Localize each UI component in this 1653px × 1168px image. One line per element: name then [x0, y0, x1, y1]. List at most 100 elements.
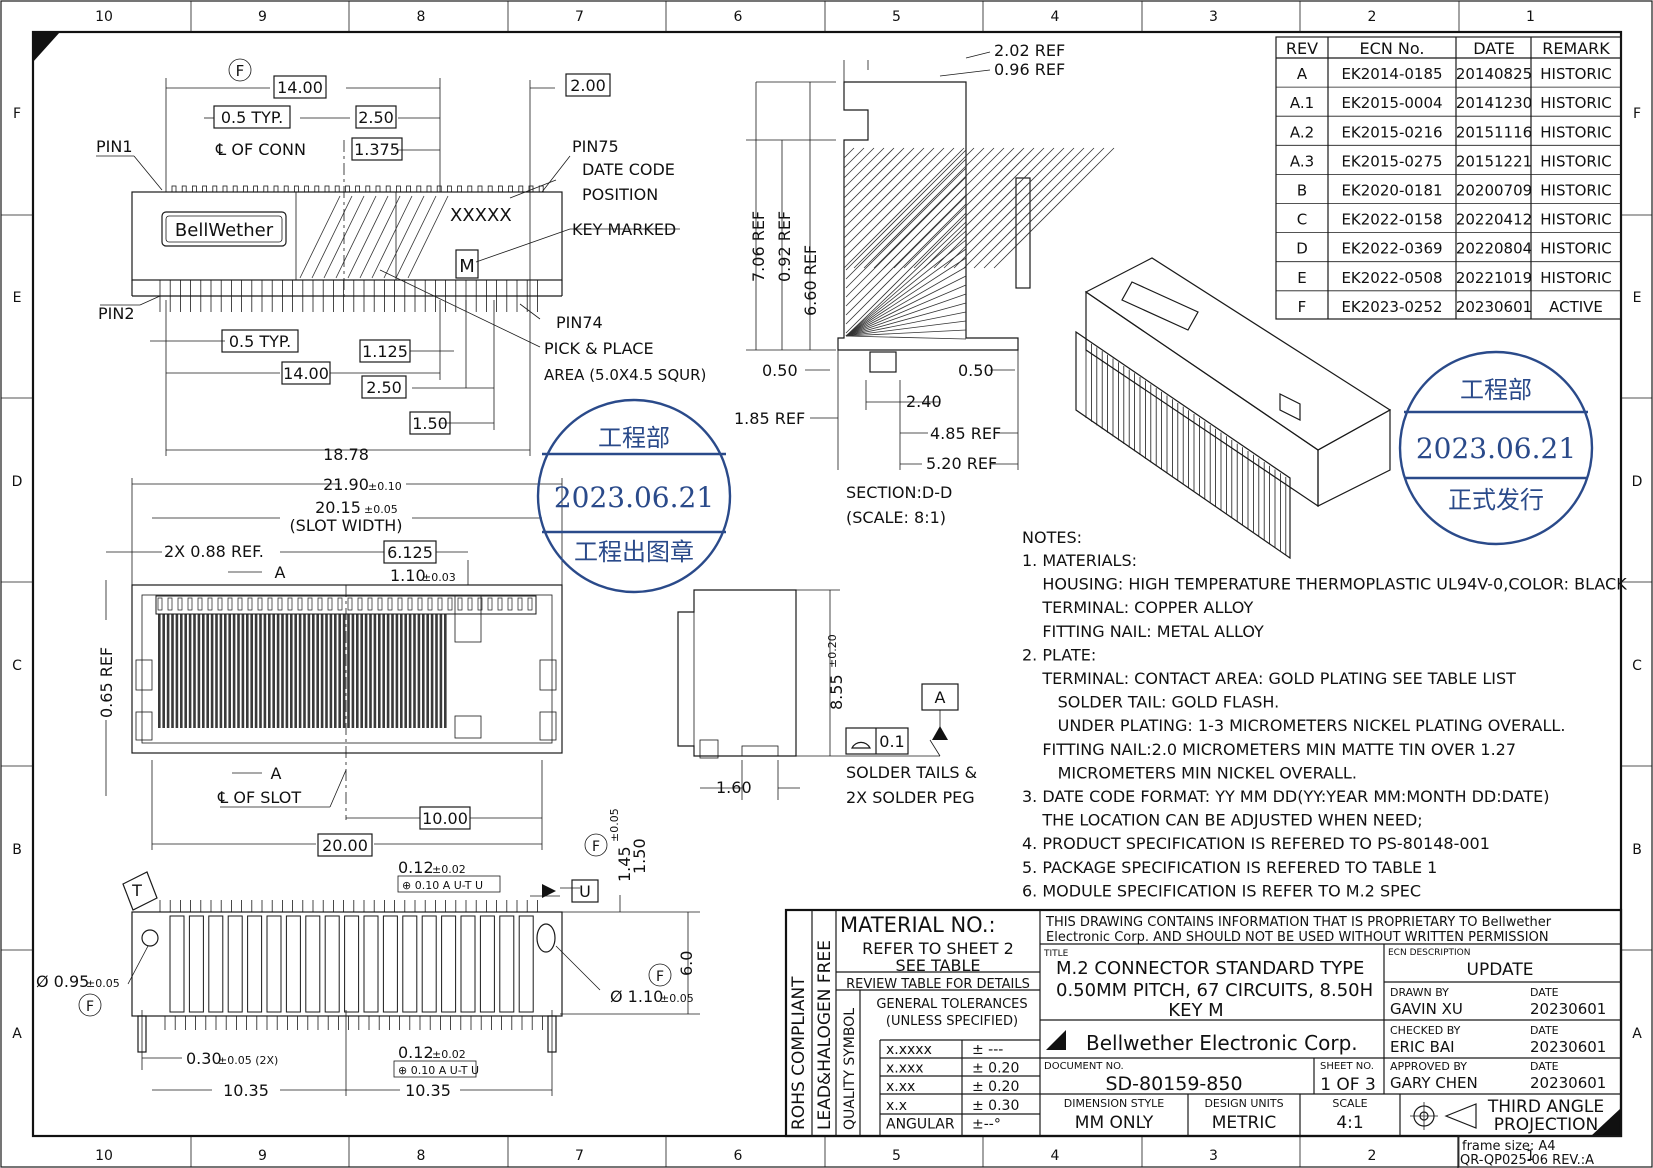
section-d-d: 2.02 REF 0.96 REF 7.06 REF 0.92 REF 6.60… — [734, 41, 1115, 527]
connector-housing-bottom — [131, 911, 563, 1017]
contact — [435, 614, 438, 728]
projection-line-2: PROJECTION — [1494, 1115, 1599, 1135]
sheet-no-label: SHEET NO. — [1320, 1061, 1374, 1072]
pin-top — [436, 185, 442, 193]
note-line: FITTING NAIL:2.0 MICROMETERS MIN MATTE T… — [1022, 740, 1516, 759]
dim-60: 6.0 — [677, 951, 696, 976]
dim-1125: 1.125 — [362, 342, 408, 361]
refer-sheet-label: REFER TO SHEET 2 — [862, 939, 1014, 958]
rev-table-cell: EK2015-0216 — [1341, 123, 1442, 141]
approved-by: GARY CHEN — [1390, 1074, 1478, 1092]
zone-col-label: 6 — [734, 9, 743, 25]
contact — [386, 614, 390, 728]
slot — [382, 915, 398, 1013]
pin-top — [324, 185, 330, 193]
dim-style-label: DIMENSION STYLE — [1064, 1097, 1165, 1110]
pin-top — [385, 185, 391, 193]
isometric-view — [1075, 257, 1392, 560]
pin-top — [191, 185, 197, 193]
slot — [518, 915, 534, 1013]
rev-table-cell: D — [1296, 240, 1308, 258]
ecn-label: ECN DESCRIPTION — [1388, 948, 1470, 958]
dim-1035-right: 10.35 — [405, 1081, 451, 1100]
contact — [263, 614, 267, 728]
rev-table-cell: EK2014-0185 — [1341, 65, 1442, 83]
rohs-label: ROHS COMPLIANT — [789, 976, 809, 1130]
flatness-value: 0.1 — [879, 732, 904, 751]
section-scale: (SCALE: 8:1) — [846, 508, 946, 527]
contact — [290, 614, 293, 728]
pin-top — [344, 185, 350, 193]
pin-top — [518, 185, 524, 193]
date-approved: 20230601 — [1530, 1074, 1606, 1092]
drawn-by-label: DRAWN BY — [1390, 986, 1449, 999]
pick-area-label: AREA (5.0X4.5 SQUR) — [544, 366, 706, 384]
slot — [324, 915, 340, 1013]
zone-row-label: D — [12, 474, 23, 490]
slot — [247, 915, 263, 1013]
dim-250-bot: 2.50 — [366, 378, 402, 397]
stamp-2-bottom: 正式发行 — [1448, 486, 1544, 514]
dim-6125: 6.125 — [387, 543, 433, 562]
date-code-placeholder: XXXXX — [450, 205, 512, 226]
rev-table-cell: F — [1298, 298, 1307, 316]
contact — [408, 614, 412, 728]
rev-table-cell: E — [1297, 269, 1306, 287]
tol-2015: ±0.05 — [364, 503, 398, 516]
contact — [404, 614, 407, 728]
tol-110: ±0.03 — [422, 571, 456, 584]
datum-u-box — [571, 879, 599, 903]
contact — [232, 614, 236, 728]
locating-peg-right — [536, 923, 556, 953]
slot — [208, 915, 224, 1013]
contact — [237, 614, 240, 728]
rev-table-cell: HISTORIC — [1540, 182, 1612, 200]
slot — [421, 915, 437, 1013]
slot-width-label: (SLOT WIDTH) — [289, 516, 402, 535]
slot — [363, 915, 379, 1013]
key-marker — [455, 249, 479, 279]
zone-col-label: 3 — [1209, 1148, 1218, 1164]
tol-format: ANGULAR — [886, 1116, 955, 1132]
rev-table-header: REV — [1286, 39, 1318, 58]
key-marked-label: KEY MARKED — [572, 220, 676, 239]
dim-150: 1.50 — [412, 414, 448, 433]
iso-logo — [1121, 281, 1199, 331]
dim-160: 1.60 — [716, 778, 752, 797]
pin-top — [406, 185, 412, 193]
company-logo-icon — [1046, 1030, 1066, 1050]
contact — [281, 614, 284, 728]
tol-855: ±0.20 — [826, 634, 839, 668]
company-name: Bellwether Electronic Corp. — [1086, 1031, 1358, 1055]
contact — [294, 614, 297, 728]
rev-table-cell: EK2020-0181 — [1341, 182, 1442, 200]
section-a-bot: A — [271, 764, 282, 783]
note-line: 6. MODULE SPECIFICATION IS REFER TO M.2 … — [1022, 881, 1421, 900]
slot — [227, 915, 243, 1013]
pin-top — [314, 185, 320, 193]
key-letter: M — [459, 256, 475, 277]
contact — [188, 614, 192, 728]
contact — [395, 614, 399, 728]
notes-block: NOTES: 1. MATERIALS: HOUSING: HIGH TEMPE… — [1022, 528, 1627, 900]
rev-table-cell: 20220412 — [1456, 211, 1532, 229]
zone-row-label: B — [12, 842, 22, 858]
pin-top — [457, 185, 463, 193]
stamp-2-date: 2023.06.21 — [1416, 432, 1576, 465]
tol-title-2: (UNLESS SPECIFIED) — [886, 1014, 1018, 1029]
pin-top — [477, 185, 483, 193]
contact — [360, 614, 363, 728]
slot — [479, 915, 495, 1013]
note-line: TERMINAL: COPPER ALLOY — [1022, 598, 1253, 617]
rev-table-cell: 20141230 — [1456, 94, 1532, 112]
contact — [325, 614, 328, 728]
contact — [246, 614, 249, 728]
contact — [356, 614, 359, 728]
contact — [250, 614, 253, 728]
material-no-label: MATERIAL NO.: — [840, 913, 996, 937]
dim-2000: 20.00 — [322, 836, 368, 855]
note-line: THE LOCATION CAN BE ADJUSTED WHEN NEED; — [1022, 811, 1423, 830]
note-line: 4. PRODUCT SPECIFICATION IS REFERED TO P… — [1022, 834, 1490, 853]
pin-top — [426, 185, 432, 193]
